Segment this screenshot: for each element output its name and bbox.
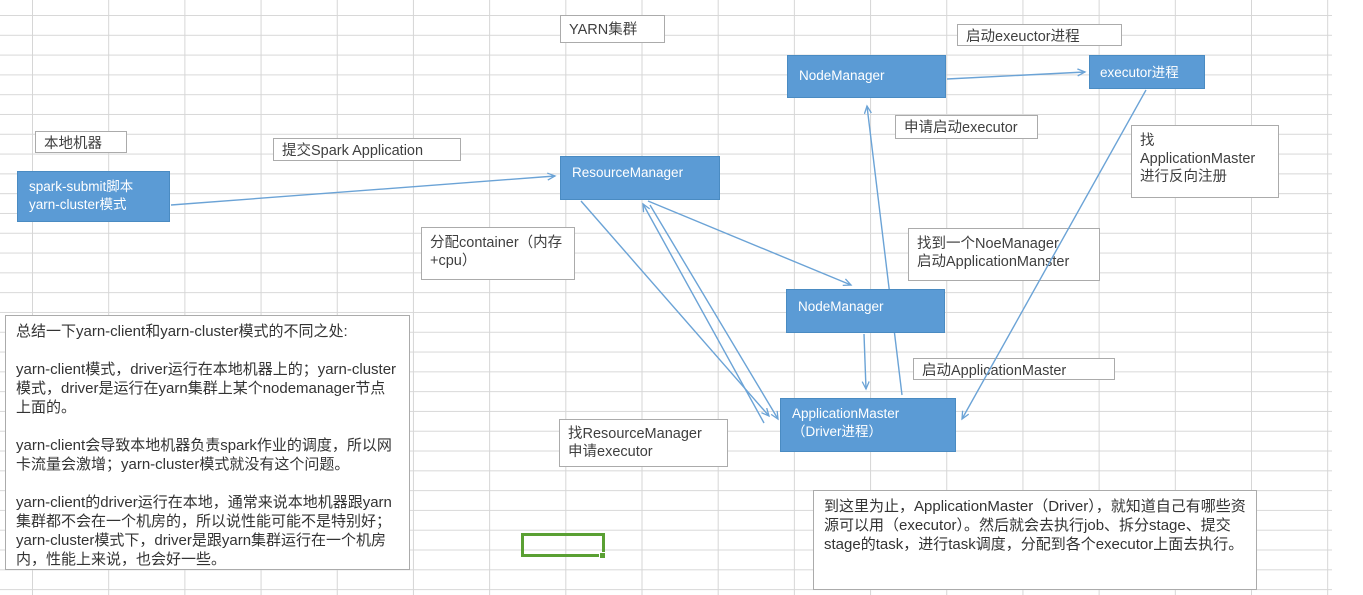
label-yarn-cluster[interactable]: YARN集群 [560,15,665,43]
label-find-application-master[interactable]: 找 ApplicationMaster 进行反向注册 [1131,125,1279,198]
node-application-master[interactable]: ApplicationMaster （Driver进程） [780,398,956,452]
note-conclusion[interactable]: 到这里为止，ApplicationMaster（Driver），就知道自己有哪些… [813,490,1257,590]
label-local-machine[interactable]: 本地机器 [35,131,127,153]
note-yarn-mode-summary[interactable]: 总结一下yarn-client和yarn-cluster模式的不同之处: yar… [5,315,410,570]
fill-handle[interactable] [599,552,606,559]
label-allocate-container[interactable]: 分配container（内存 +cpu） [421,227,575,280]
sheet-right-margin [1332,0,1363,595]
node-spark-submit[interactable]: spark-submit脚本 yarn-cluster模式 [17,171,170,222]
node-node-manager-mid[interactable]: NodeManager [786,289,945,333]
label-start-application-master[interactable]: 启动ApplicationMaster [913,358,1115,380]
label-find-resource-manager[interactable]: 找ResourceManager 申请executor [559,419,728,467]
label-submit-spark-application[interactable]: 提交Spark Application [273,138,461,161]
label-request-start-executor[interactable]: 申请启动executor [895,115,1038,139]
active-cell-selection[interactable] [521,533,605,557]
node-node-manager-top[interactable]: NodeManager [787,55,946,98]
label-find-node-manager[interactable]: 找到一个NoeManager 启动ApplicationManster [908,228,1100,281]
node-executor-process[interactable]: executor进程 [1089,55,1205,89]
node-resource-manager[interactable]: ResourceManager [560,156,720,200]
label-start-executor-process[interactable]: 启动exeuctor进程 [957,24,1122,46]
